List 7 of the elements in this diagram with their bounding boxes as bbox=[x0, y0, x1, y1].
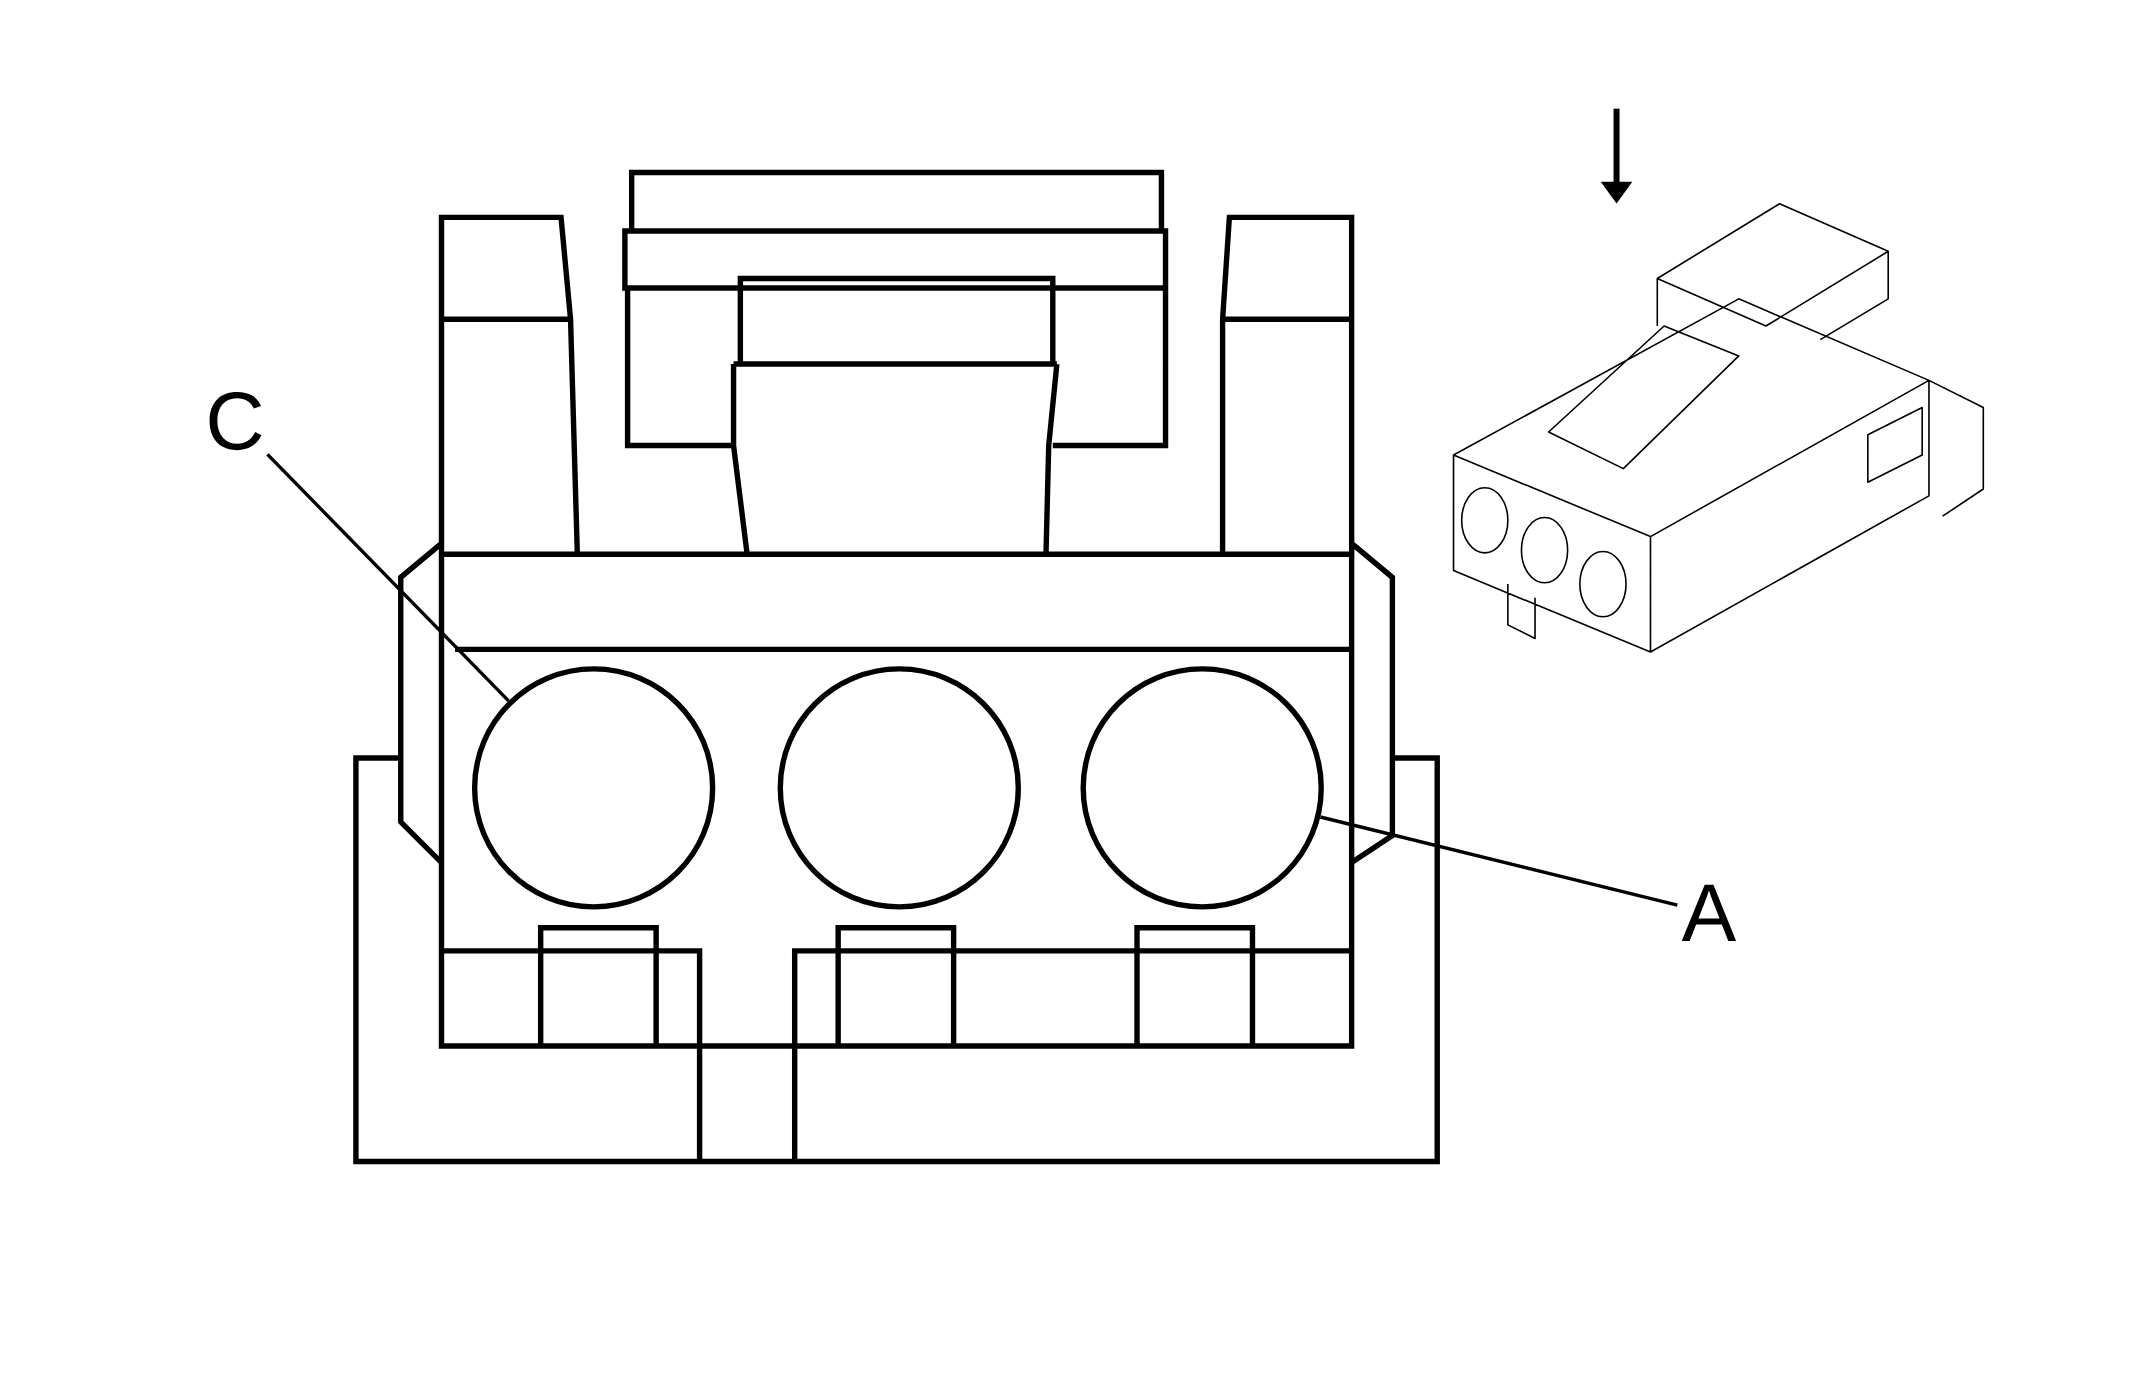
pin-cavity bbox=[1080, 666, 1324, 910]
pin-cavity bbox=[777, 666, 1021, 910]
callout-letter: A bbox=[1681, 884, 1737, 942]
pin-cavity bbox=[471, 666, 716, 910]
leader-line bbox=[266, 453, 510, 703]
callout-letter: C bbox=[209, 392, 262, 451]
leader-line bbox=[1319, 815, 1678, 907]
